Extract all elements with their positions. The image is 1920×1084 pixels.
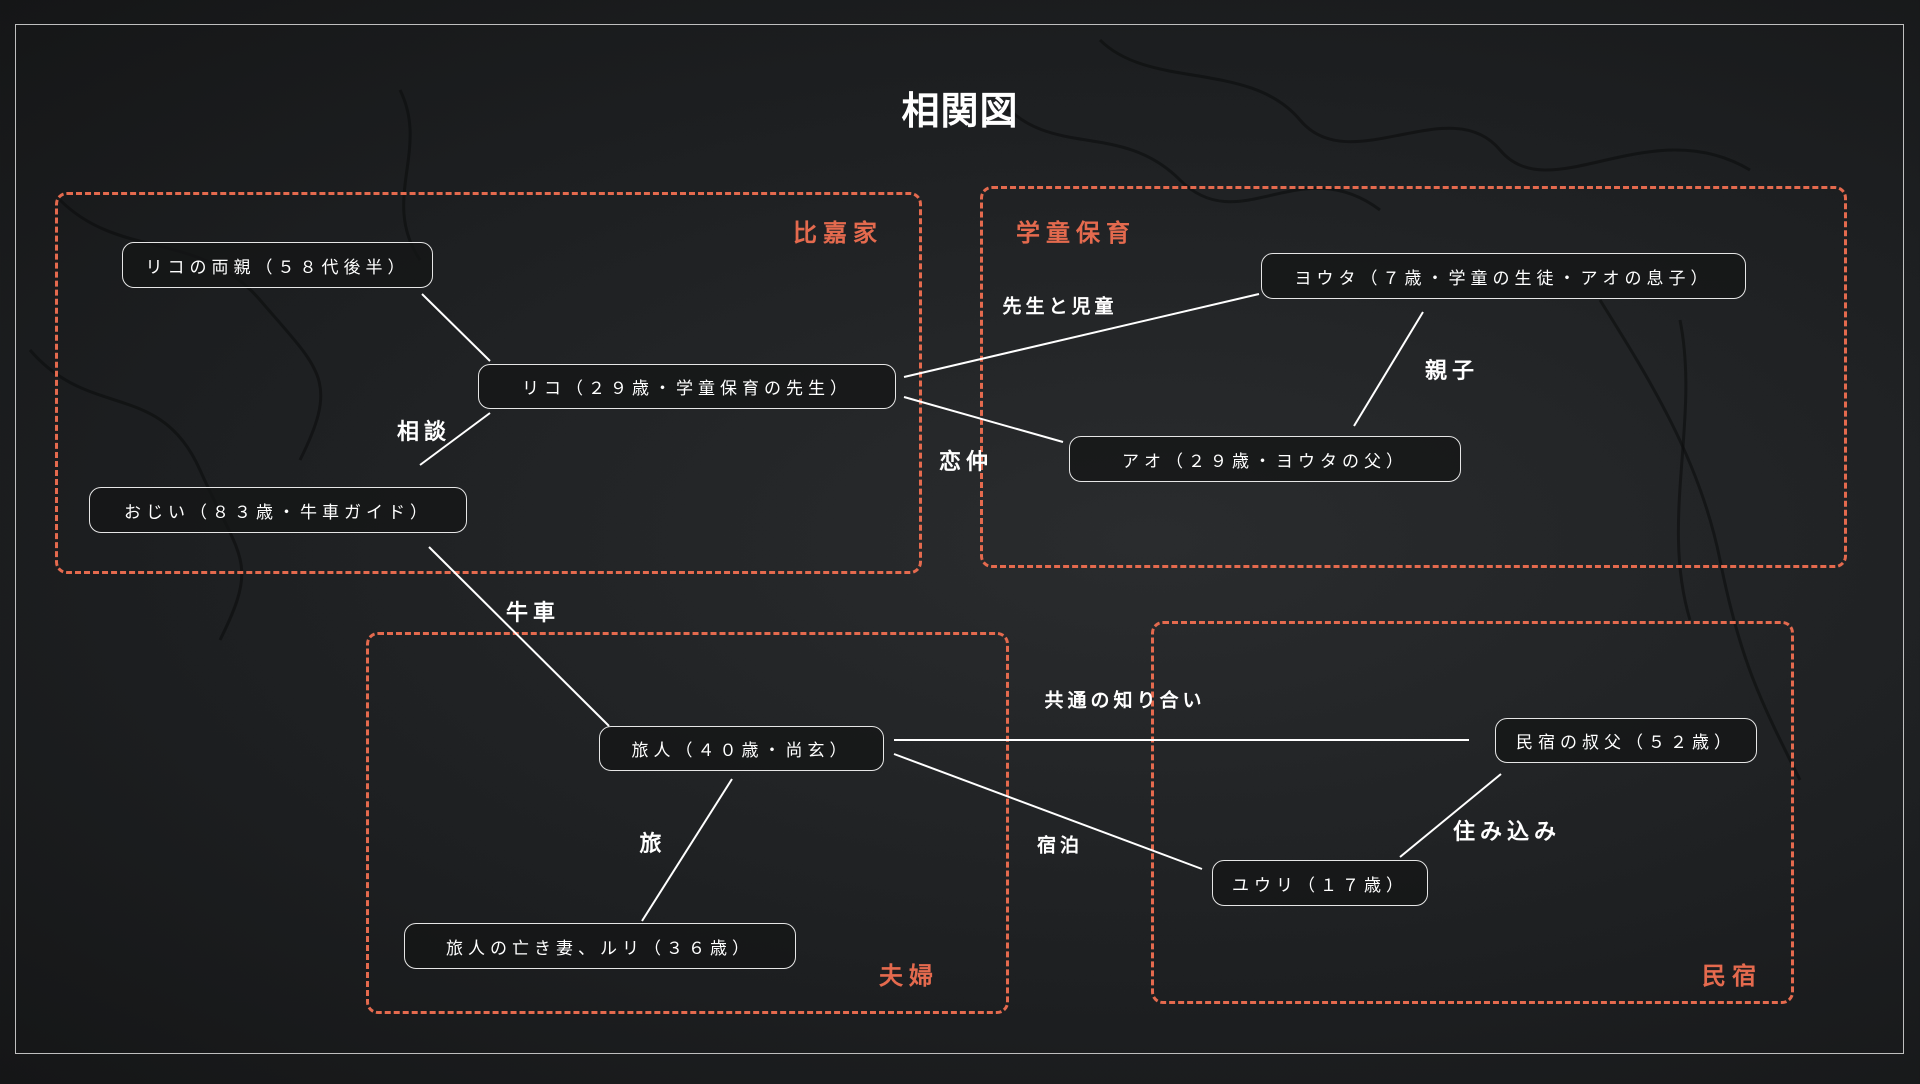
line-uncle-yuuri <box>1399 773 1502 858</box>
group-label-higa: 比嘉家 <box>793 219 883 247</box>
line-riko-youta <box>903 293 1260 378</box>
line-riko-ojii <box>419 412 491 466</box>
node-ojii: おじい（８３歳・牛車ガイド） <box>89 487 467 533</box>
group-label-fuufu: 夫婦 <box>879 962 939 990</box>
node-tabibito: 旅人（４０歳・尚玄） <box>599 726 884 771</box>
group-label-gakudou: 学童保育 <box>1016 219 1136 247</box>
line-parents-riko <box>421 293 491 362</box>
diagram-frame <box>15 24 1904 1054</box>
group-gakudou <box>980 186 1847 568</box>
line-tabibito-yuuri <box>893 753 1203 870</box>
group-higa <box>55 192 922 574</box>
node-riko-parents: リコの両親（５８代後半） <box>122 242 433 288</box>
relation-kyoutsuu: 共通の知り合い <box>1044 689 1206 712</box>
relation-sensei-jidou: 先生と児童 <box>1002 295 1118 318</box>
node-minshuku-uncle: 民宿の叔父（５２歳） <box>1495 718 1757 763</box>
page-title: 相関図 <box>901 89 1019 133</box>
node-ao: アオ（２９歳・ヨウタの父） <box>1069 436 1461 482</box>
group-fuufu <box>366 632 1009 1014</box>
relation-sumikomi: 住み込み <box>1452 820 1562 845</box>
relation-soudan: 相談 <box>396 420 452 445</box>
line-ojii-tabibito <box>428 546 610 727</box>
relation-tabi: 旅 <box>639 832 667 857</box>
relation-oyako: 親子 <box>1424 359 1480 384</box>
node-riko: リコ（２９歳・学童保育の先生） <box>478 364 896 409</box>
node-youta: ヨウタ（７歳・学童の生徒・アオの息子） <box>1261 253 1746 299</box>
relation-gissha: 牛車 <box>505 601 561 626</box>
line-tabibito-ruri <box>641 778 733 922</box>
node-yuuri: ユウリ（１７歳） <box>1212 860 1428 906</box>
node-ruri: 旅人の亡き妻、ルリ（３６歳） <box>404 923 796 969</box>
line-youta-ao <box>1353 311 1424 427</box>
line-riko-ao <box>903 396 1064 443</box>
group-label-minshuku: 民宿 <box>1702 962 1762 990</box>
relation-koinaka: 恋仲 <box>938 450 994 475</box>
relation-shukuhaku: 宿泊 <box>1036 834 1084 857</box>
group-minshuku <box>1151 621 1794 1004</box>
